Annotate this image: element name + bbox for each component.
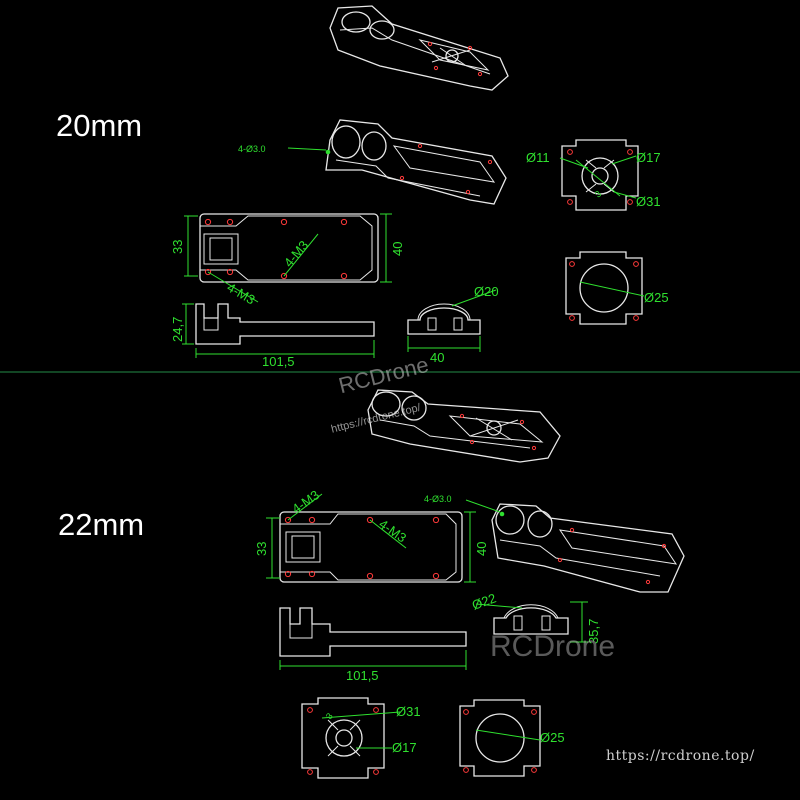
- iso-mount-top-2: [287, 119, 507, 205]
- dim-length-bottom: 101,5: [346, 668, 379, 683]
- side-view-22: [279, 607, 467, 670]
- dim-length-top: 101,5: [262, 354, 295, 369]
- motor-plate-22-b: [459, 699, 541, 777]
- size-label-20mm: 20mm: [56, 108, 143, 143]
- top-view-plate-20: [184, 213, 392, 303]
- dim-plate-outer-bottom: Ø31: [396, 704, 421, 719]
- watermark-url-footer: https://rcdrone.top/: [606, 748, 755, 764]
- iso-mount-bottom-2: [465, 499, 685, 593]
- size-label-22mm: 22mm: [58, 507, 145, 542]
- side-view-20: [182, 303, 375, 358]
- hole-callout-top: 4-Ø3.0: [238, 144, 266, 154]
- top-view-plate-22: [266, 493, 476, 583]
- dim-plate-slot-bottom: 3: [324, 711, 335, 721]
- dim-thread-bottom-b: 4-M3: [376, 516, 409, 545]
- dim-clamp-width-top: 40: [430, 350, 444, 365]
- motor-plate-20-a: [559, 139, 639, 211]
- dim-clamp-dia-top: Ø20: [474, 284, 499, 299]
- dim-height-top: 33: [170, 240, 185, 254]
- tube-clamp-20: [407, 289, 497, 352]
- dim-thickness-top: 24,7: [170, 317, 185, 342]
- iso-mount-bottom-1: [367, 389, 561, 463]
- iso-mount-top-1: [329, 5, 509, 91]
- dim-plate-ring-bottom: Ø17: [392, 740, 417, 755]
- dim-thread-top-b: 4-M3: [225, 280, 258, 308]
- dim-height-bottom: 33: [254, 542, 269, 556]
- dim-plate-outer-top: Ø31: [636, 194, 661, 209]
- tube-clamp-22: [475, 601, 588, 643]
- dim-width-top: 40: [390, 242, 405, 256]
- dim-clamp-dia-bottom: Ø22: [470, 590, 498, 613]
- motor-plate-20-b: [565, 251, 645, 325]
- dim-clamp-height-bottom: 35,7: [586, 619, 601, 644]
- dim-width-bottom: 40: [474, 542, 489, 556]
- dim-plate-inner-top: Ø11: [526, 150, 550, 165]
- dim-plate-bore-bottom: Ø25: [540, 730, 565, 745]
- dim-plate-slot-top: 3: [593, 189, 603, 200]
- hole-callout-bottom: 4-Ø3.0: [424, 494, 452, 504]
- dim-plate-bore-top: Ø25: [644, 290, 669, 305]
- dim-thread-top-a: 4-M3: [281, 238, 312, 270]
- motor-plate-22-a: [301, 697, 401, 779]
- dim-plate-ring-top: Ø17: [636, 150, 661, 165]
- watermark-brand-large: RCDrone: [490, 630, 616, 663]
